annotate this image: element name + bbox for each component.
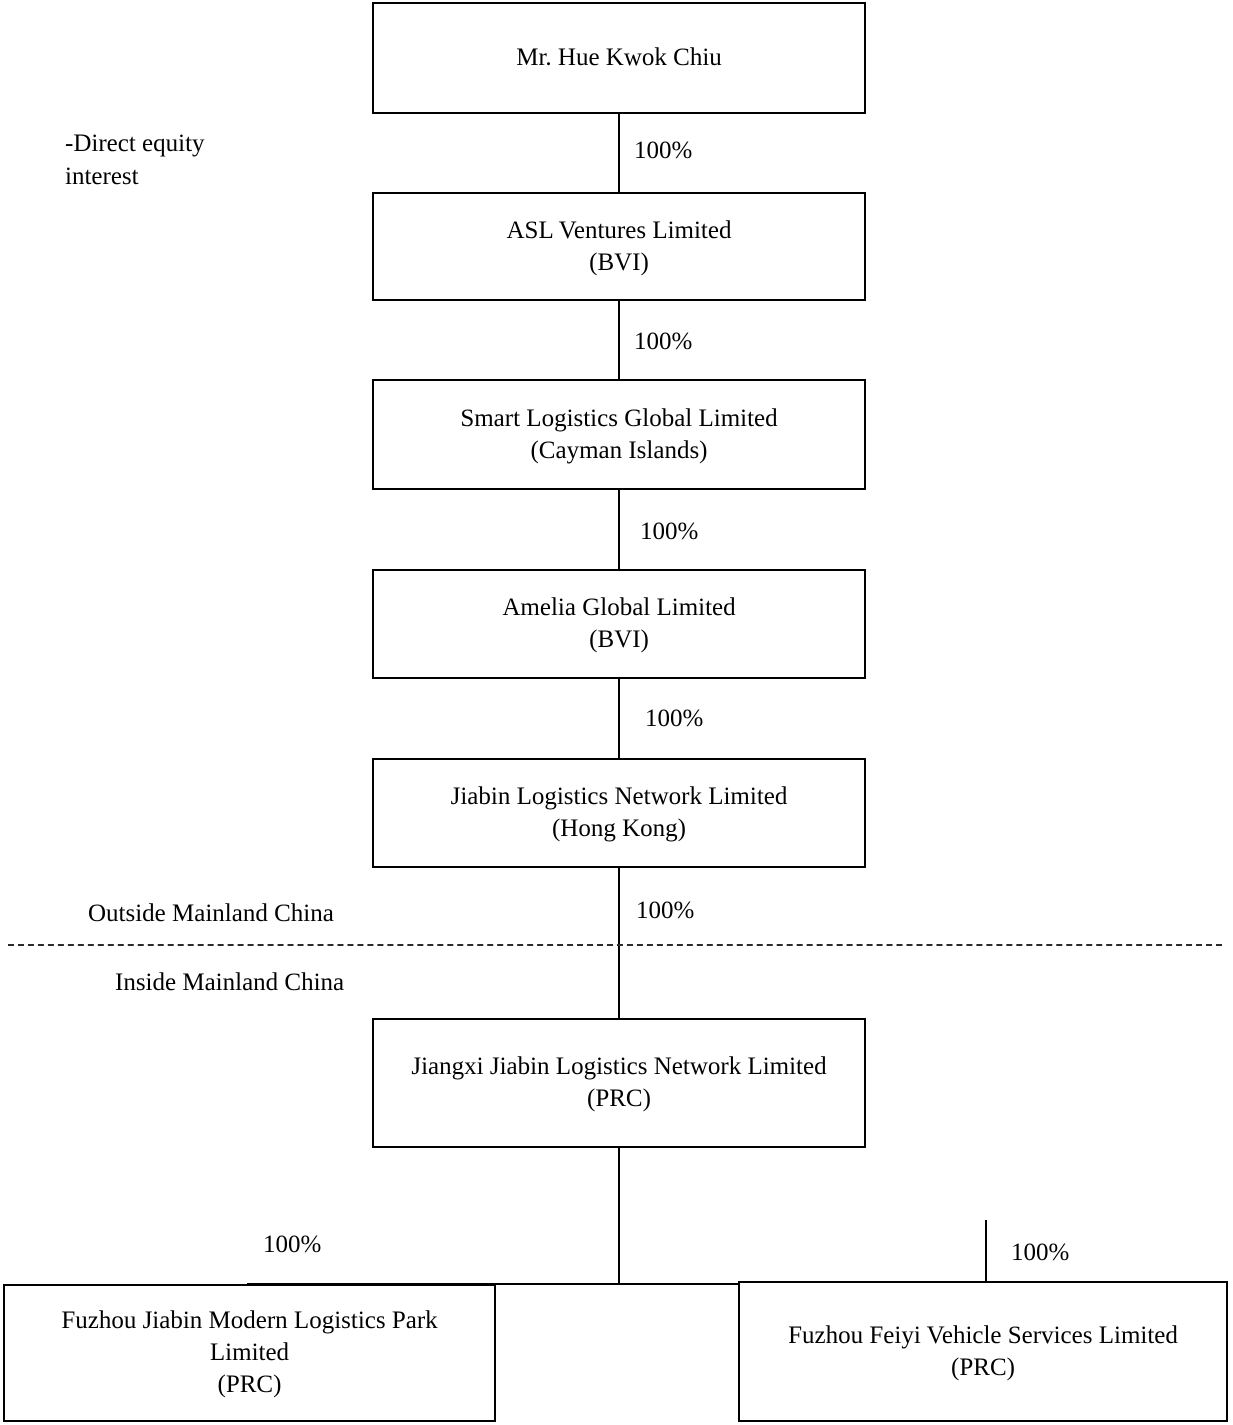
percent-label-asl-to-smart: 100%	[634, 328, 693, 355]
node-box-mr-hue-kwok-chiu[interactable]: Mr. Hue Kwok Chiu	[372, 2, 866, 114]
percent-label-jiangxi-to-feiyi: 100%	[1011, 1239, 1070, 1266]
node-box-fuzhou-feiyi-vehicle-services-limited[interactable]: Fuzhou Feiyi Vehicle Services Limited (P…	[738, 1281, 1228, 1422]
connector-smart-to-amelia	[618, 490, 620, 569]
percent-label-amelia-to-jiabin-hk: 100%	[645, 705, 704, 732]
node-box-asl-ventures-limited[interactable]: ASL Ventures Limited (BVI)	[372, 192, 866, 301]
connector-asl-to-smart	[618, 301, 620, 379]
legend-direct-equity-interest: -Direct equity interest	[65, 130, 205, 190]
node-label-fuzhou-feiyi-vehicle-services-limited: Fuzhou Feiyi Vehicle Services Limited (P…	[788, 1321, 1178, 1381]
node-box-jiabin-logistics-network-limited[interactable]: Jiabin Logistics Network Limited (Hong K…	[372, 758, 866, 868]
connector-hue-to-asl	[618, 114, 620, 192]
node-label-mr-hue-kwok-chiu: Mr. Hue Kwok Chiu	[516, 44, 722, 71]
percent-label-smart-to-amelia: 100%	[640, 518, 699, 545]
connector-jiangxi-branch-stem	[618, 1148, 620, 1285]
connector-jiangxi-to-feiyi	[985, 1220, 987, 1283]
connector-jiangxi-branch-bar	[247, 1283, 987, 1285]
node-box-jiangxi-jiabin-logistics-network-limited[interactable]: Jiangxi Jiabin Logistics Network Limited…	[372, 1018, 866, 1148]
percent-label-jiabin-hk-to-jiangxi: 100%	[636, 897, 695, 924]
node-label-asl-ventures-limited: ASL Ventures Limited (BVI)	[506, 216, 732, 276]
node-label-jiangxi-jiabin-logistics-network-limited: Jiangxi Jiabin Logistics Network Limited…	[411, 1053, 827, 1112]
connector-amelia-to-jiabin-hk	[618, 679, 620, 758]
connector-jiabin-hk-to-jiangxi	[618, 868, 620, 1018]
node-box-amelia-global-limited[interactable]: Amelia Global Limited (BVI)	[372, 569, 866, 679]
mainland-china-dashed-divider	[8, 944, 1222, 946]
node-label-smart-logistics-global-limited: Smart Logistics Global Limited (Cayman I…	[460, 404, 778, 464]
percent-label-jiangxi-to-park: 100%	[263, 1231, 322, 1258]
node-label-fuzhou-jiabin-modern-logistics-park-limited: Fuzhou Jiabin Modern Logistics Park Limi…	[61, 1307, 438, 1398]
percent-label-hue-to-asl: 100%	[634, 137, 693, 164]
node-box-smart-logistics-global-limited[interactable]: Smart Logistics Global Limited (Cayman I…	[372, 379, 866, 490]
node-label-jiabin-logistics-network-limited: Jiabin Logistics Network Limited (Hong K…	[450, 783, 788, 842]
node-box-fuzhou-jiabin-modern-logistics-park-limited[interactable]: Fuzhou Jiabin Modern Logistics Park Limi…	[3, 1284, 496, 1422]
region-label-outside-mainland-china: Outside Mainland China	[88, 900, 334, 927]
region-label-inside-mainland-china: Inside Mainland China	[115, 969, 345, 996]
node-label-amelia-global-limited: Amelia Global Limited (BVI)	[502, 594, 736, 653]
